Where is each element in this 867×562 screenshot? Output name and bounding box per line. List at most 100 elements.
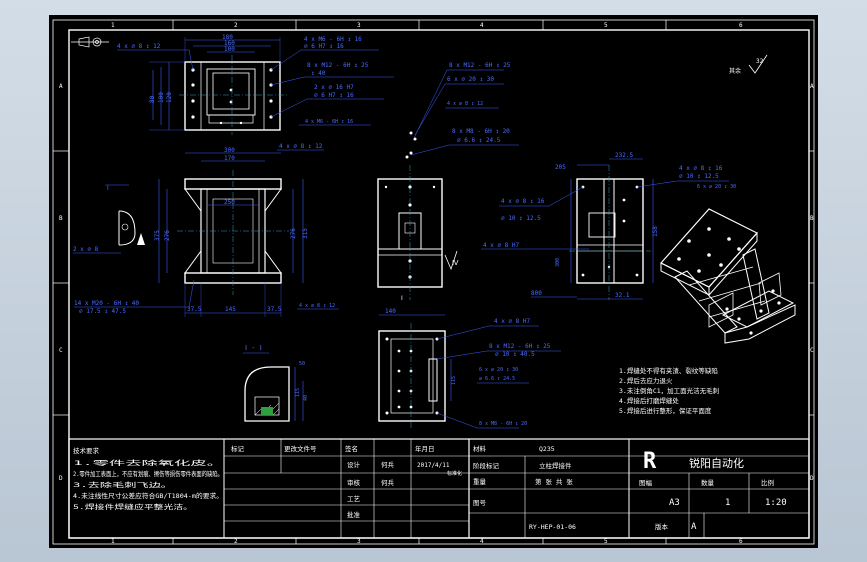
center-view-label: Ⅰ [401,295,403,302]
top-dim-h1: 80 [149,95,156,103]
top-note-4: 2 x ⌀ 16 H7 [314,84,354,91]
tb-part-name: 立柱焊接件 [539,461,572,470]
tb-material: Q235 [539,445,555,453]
top-dim-inner: 100 [224,46,235,53]
zone-row-b: B [59,215,63,222]
center-view-notes: 8 x M12 - 6H ↧ 25 6 x ⌀ 20 ↧ 30 4 x ⌀ 8 … [410,62,519,156]
front-dim-b3: 37.5 [267,306,282,313]
top-note-6: 4 x M6 - 6H ↧ 16 [305,119,353,125]
front-right-note: 4 x ⌀ 8 ↧ 12 [299,303,335,309]
center-note-3: 4 x ⌀ 8 ↧ 12 [447,101,483,107]
tb-head-4: 签名 [345,444,358,453]
top-note-left: 4 x ⌀ 8 ↧ 12 [117,43,161,50]
top-note-2: 8 x M12 - 6H ↧ 25 [307,62,369,69]
zone-row-d: D [59,475,63,482]
right-note-1: 1.焊缝处不得有夹渣、裂纹等缺陷 [619,366,718,375]
top-note-1b: ⌀ 6 H7 ↧ 16 [304,43,344,50]
zone-col-4: 4 [480,22,484,29]
side-note-right-1: 4 x ⌀ 8 ↧ 16 [679,165,723,172]
right-notes: 1.焊缝处不得有夹渣、裂纹等缺陷 2.焊后去应力退火 3.未注倒角C1，加工面光… [619,366,719,415]
tb-scale: 1:20 [765,498,787,508]
top-view-dimensions: 180 160 100 80 100 120 4 x ⌀ 8 ↧ 12 4 x … [117,34,394,131]
zone-col-6: 6 [739,22,743,29]
drawing-sheet: 1 2 3 4 5 6 1 2 3 4 5 6 A B C D A B C D … [49,15,818,548]
detail-dim-2: 40 [303,395,309,401]
bottom-note-3: ⌀ 10 ↧ 40.5 [495,351,535,358]
bottom-note-2: 8 x M12 - 6H ↧ 25 [489,343,551,350]
tb-check-label: 审核 [347,478,361,487]
zone-row-d-right: D [810,475,814,482]
front-top-note: 4 x ⌀ 8 ↧ 12 [279,143,323,150]
front-bottom-note: 14 x M20 - 6H ↧ 40 [74,300,139,307]
front-dim-right-1: 276 [290,228,297,239]
tb-drawing-no: RY-HEP-01-06 [529,523,576,531]
zone-col-6-bottom: 6 [739,538,743,545]
zone-col-3: 3 [357,22,361,29]
front-dim-b2: 145 [225,306,236,313]
tech-req-5: 5.焊接件焊缝应平整光洁。 [73,502,193,511]
center-note-1: 8 x M12 - 6H ↧ 25 [449,62,511,69]
right-note-5: 5.焊接后进行整形，保证平面度 [619,406,712,415]
zone-col-5-bottom: 5 [604,538,608,545]
zone-col-2-bottom: 2 [234,538,238,545]
tb-scale-label: 比例 [761,478,774,487]
zone-col-1-bottom: 1 [111,538,115,545]
zone-col-2: 2 [234,22,238,29]
tb-weight-label: 重量 [473,478,487,486]
side-dim-4: 32.1 [615,292,630,299]
tech-req-2: 2.零件加工表面上，不应有划痕、擦伤等损伤零件表面的缺陷。 [73,469,223,478]
tb-material-label: 材料 [473,444,487,453]
front-view [177,170,289,295]
projection-symbol [71,36,109,48]
detail-section-label: Ⅰ - Ⅰ [245,344,262,352]
side-note-2: 4 x ⌀ 8 H7 [483,242,520,249]
zone-row-a-right: A [810,83,814,90]
tb-std: 标准化 [447,470,462,477]
front-view-dimensions: 300 170 250 4 x ⌀ 8 ↧ 12 375 276 276 315… [74,143,339,317]
tb-qty-label: 数量 [701,478,715,487]
tb-checker: 何兵 [381,478,395,487]
top-dim-h3: 120 [166,92,173,103]
tb-stage-label: 阶段标记 [473,461,500,470]
tech-req-title: 技术要求 [73,446,100,455]
side-note-1: 4 x ⌀ 8 ↧ 16 [501,198,545,205]
side-note-3: ⌀ 10 ↧ 12.5 [501,215,541,222]
front-bottom-note-2: ⌀ 17.5 ↧ 47.5 [79,308,126,315]
tb-rev: A [691,522,697,532]
right-note-3: 3.未注倒角C1，加工面光洁无毛刺 [619,386,719,395]
partial-view-left: Ⅰ 2 x ⌀ 8 [73,184,145,254]
side-dim-5: 800 [531,290,542,297]
detail-dim-3: 50 [299,361,305,367]
tb-qty: 1 [725,498,730,508]
tb-process-label: 工艺 [347,495,361,503]
roughness-value: 32 [756,58,764,65]
front-dim-right-2: 315 [302,228,309,239]
tb-head-5: 年月日 [415,444,435,453]
side-view [569,165,651,300]
top-dim-overall: 180 [222,34,233,41]
side-dim-left: 300 [555,258,561,267]
zone-ticks [53,20,814,544]
side-note-right-2: ⌀ 10 ↧ 12.5 [679,173,719,180]
zone-col-3-bottom: 3 [357,538,361,545]
tech-req-1: 1.零件去除氧化皮。 [73,458,223,467]
detail-section: Ⅰ - Ⅰ 115 40 50 [243,344,309,422]
zone-col-5: 5 [604,22,608,29]
company-logo-letter: R [643,449,657,474]
top-view [179,55,287,135]
bottom-note-6: 8 x M8 - 6H ↧ 20 [479,421,527,427]
tb-size-label: 图幅 [639,478,653,487]
roughness-symbol: 其余 32 [729,54,768,75]
tb-drawing-no-label: 图号 [473,499,487,507]
front-dim-top: 300 [224,147,235,154]
right-note-2: 2.焊后去应力退火 [619,376,673,385]
front-dim-mid-h: 276 [164,230,171,241]
partial-section-label: Ⅰ [107,185,109,192]
tb-rev-label: 版本 [655,522,669,531]
right-note-4: 4.焊接后打磨焊缝处 [619,396,679,405]
company-name: 锐阳自动化 [689,456,744,470]
center-note-5: ⌀ 6.6 ↧ 24.5 [457,137,501,144]
tech-req-4: 4.未注线性尺寸公差应符合GB/T1804-m的要求。 [73,491,223,500]
tech-req-3: 3.去除毛刺飞边。 [73,480,173,489]
bottom-note-1: 4 x ⌀ 8 H7 [494,318,531,325]
